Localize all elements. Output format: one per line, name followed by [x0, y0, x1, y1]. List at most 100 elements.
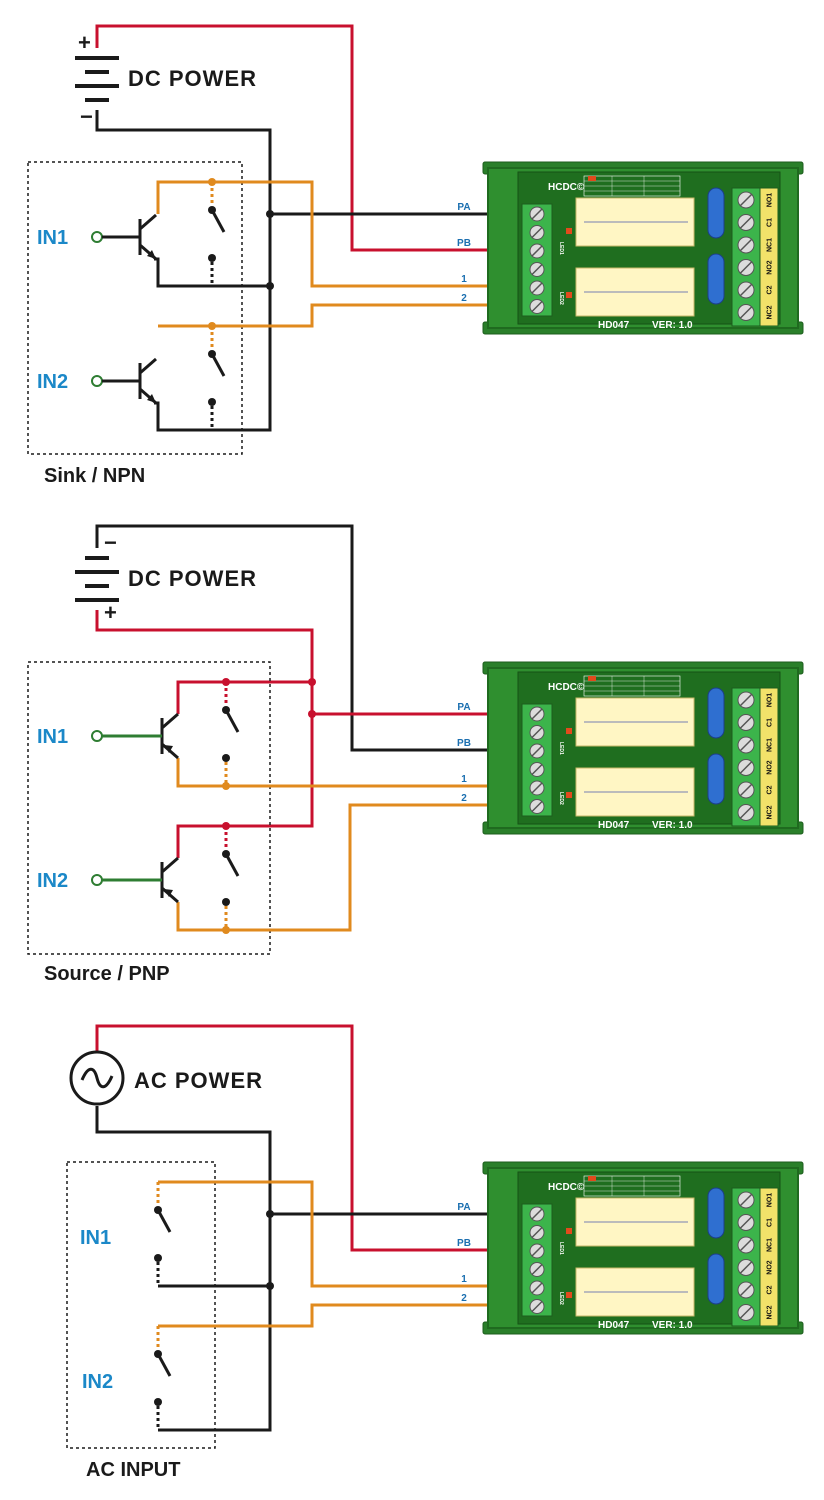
led1-label: LED1 [558, 1242, 564, 1255]
wire-in1-signal [158, 1180, 518, 1288]
section-caption: Source / PNP [44, 963, 170, 985]
input-label: IN2 [37, 870, 68, 892]
wire-dc-minus-to-pb [95, 524, 518, 752]
output-terminal-label: C1 [767, 1218, 774, 1227]
screw-slot [739, 1238, 753, 1252]
screw-slot [531, 800, 543, 813]
wire-ac-to-pb [95, 1024, 518, 1252]
output-terminal-label: NC1 [767, 1238, 774, 1252]
junction-dot [222, 926, 230, 934]
wire-label-pb: PB [457, 238, 471, 249]
screw-slot [531, 1208, 543, 1220]
wire-label-pb: PB [457, 738, 471, 749]
wire-label-pa: PA [457, 202, 470, 213]
board-model: HD047 [598, 320, 630, 331]
switch-blade [156, 1353, 172, 1377]
sensor-box [66, 1161, 216, 1449]
junction-dot [208, 254, 216, 262]
screw-slot [739, 783, 753, 797]
input-label: IN1 [80, 1227, 111, 1249]
screw-slot [531, 708, 543, 720]
screw-slot [531, 1282, 543, 1294]
board-brand: HCDC© [548, 682, 585, 693]
dc-power-label: DC POWER [128, 566, 257, 591]
wire-label-1: 1 [461, 274, 467, 285]
led2-label: LED2 [558, 292, 564, 305]
junction-dot [266, 282, 274, 290]
section-caption: Sink / NPN [44, 465, 145, 487]
screw-slot [739, 1215, 753, 1230]
wire-in1-collector [176, 680, 312, 714]
wire-in1-emitter [154, 257, 212, 288]
wire-dc-plus-rail [95, 610, 314, 858]
screw-slot [531, 300, 543, 313]
wire-in2-signal [158, 303, 518, 328]
output-terminal-label: C2 [767, 785, 774, 794]
screw-slot [531, 226, 543, 239]
screw-slot [531, 745, 543, 757]
switch-blade [210, 209, 226, 233]
wire-label-1: 1 [461, 774, 467, 785]
board-brand: HCDC© [548, 1182, 585, 1193]
screw-slot [739, 283, 753, 297]
battery-minus-sign: − [80, 104, 94, 129]
junction-dot [266, 1282, 274, 1290]
input-terminal [91, 375, 103, 387]
wire-ac-return [95, 1106, 272, 1432]
wire-in1-signal [176, 758, 518, 788]
wire-common-in2 [212, 286, 272, 432]
wire-label-2: 2 [461, 293, 467, 304]
output-terminal-label: NC1 [767, 238, 774, 252]
led2-label: LED2 [558, 1292, 564, 1305]
junction-dot [222, 898, 230, 906]
input-label: IN1 [37, 726, 68, 748]
junction-dot [222, 754, 230, 762]
screw-slot [531, 245, 543, 257]
led1-label: LED1 [558, 242, 564, 255]
input-label: IN2 [37, 371, 68, 393]
output-terminal-label: NO2 [767, 260, 774, 275]
wire-in2-signal [176, 803, 518, 932]
screw-slot [739, 238, 753, 252]
board-model: HD047 [598, 1320, 630, 1331]
wire-label-pa: PA [457, 1202, 470, 1213]
screw-slot [739, 760, 753, 775]
screw-slot [739, 738, 753, 752]
wire-label-2: 2 [461, 793, 467, 804]
output-terminal-label: C2 [767, 1285, 774, 1294]
wire-label-1: 1 [461, 1274, 467, 1285]
screw-slot [531, 1245, 543, 1257]
wire-dc-minus [95, 110, 272, 288]
screw-slot [739, 305, 753, 320]
output-terminal-label: C2 [767, 285, 774, 294]
screw-slot [531, 1263, 543, 1276]
transistor-arrow [147, 394, 156, 403]
input-terminal [91, 874, 103, 886]
board-model: HD047 [598, 820, 630, 831]
wire-in2-signal [158, 1303, 518, 1328]
output-terminal-label: NO2 [767, 760, 774, 775]
board-version: VER: 1.0 [652, 1320, 693, 1331]
transistor-collector [161, 856, 179, 874]
sensor-box [27, 661, 271, 955]
screw-slot [739, 215, 753, 230]
wire-label-2: 2 [461, 1293, 467, 1304]
transistor-arrow [164, 889, 173, 897]
junction-dot [154, 1254, 162, 1262]
junction-dot [266, 210, 274, 218]
battery-plus-sign: + [78, 30, 92, 55]
switch-blade [224, 853, 240, 877]
ac-power-label: AC POWER [134, 1068, 263, 1093]
wire-in1-signal [156, 180, 518, 288]
screw-slot [531, 782, 543, 794]
transistor-arrow [147, 250, 156, 259]
section-caption: AC INPUT [86, 1459, 180, 1481]
junction-dot [308, 710, 316, 718]
input-label: IN2 [82, 1371, 113, 1393]
output-terminal-label: C1 [767, 718, 774, 727]
